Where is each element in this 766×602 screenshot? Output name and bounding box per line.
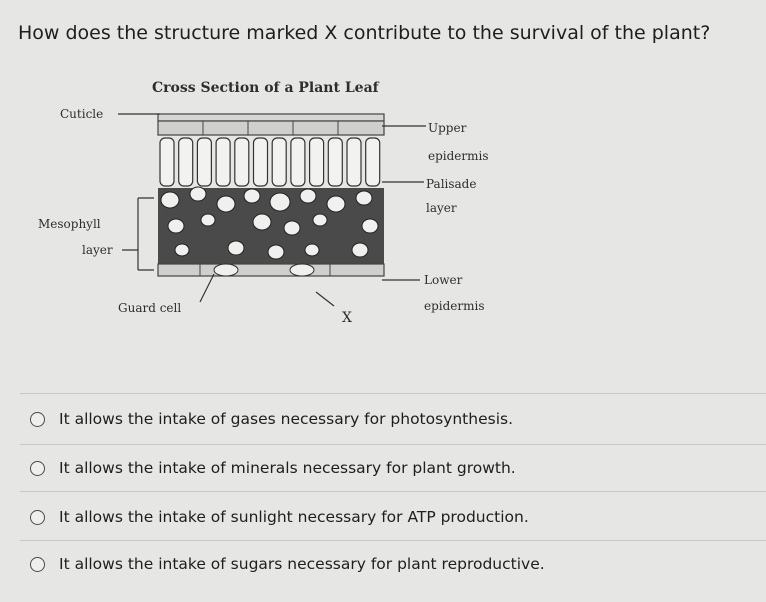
leaf-diagram-svg: Cross Section of a Plant Leaf bbox=[38, 80, 489, 326]
spongy-cells bbox=[160, 186, 379, 260]
palisade-cell bbox=[365, 137, 381, 187]
palisade-cell bbox=[215, 137, 231, 187]
radio-button[interactable] bbox=[30, 556, 45, 572]
upper-epidermis-cells bbox=[157, 120, 385, 136]
palisade-cells bbox=[159, 137, 381, 187]
spongy-cell bbox=[216, 195, 236, 213]
answer-option-3[interactable]: It allows the intake of sunlight necessa… bbox=[30, 508, 529, 526]
option-label: It allows the intake of sunlight necessa… bbox=[59, 508, 529, 526]
spongy-cell bbox=[243, 188, 261, 204]
spongy-cell bbox=[174, 243, 190, 257]
divider bbox=[20, 540, 766, 541]
label-lower-epidermis-2: epidermis bbox=[424, 299, 485, 313]
palisade-cell bbox=[290, 137, 306, 187]
label-lower-epidermis-1: Lower bbox=[424, 273, 463, 287]
spongy-cell bbox=[167, 218, 185, 234]
diagram-title: Cross Section of a Plant Leaf bbox=[152, 80, 380, 96]
guard-cell-right bbox=[289, 263, 315, 277]
spongy-cell bbox=[312, 213, 328, 227]
label-palisade-2: layer bbox=[426, 201, 457, 215]
palisade-cell bbox=[327, 137, 343, 187]
question-text: How does the structure marked X contribu… bbox=[18, 22, 711, 44]
label-upper-epidermis-1: Upper bbox=[428, 121, 467, 135]
palisade-cell bbox=[252, 137, 269, 187]
spongy-cell bbox=[283, 220, 301, 236]
palisade-cell bbox=[309, 137, 325, 187]
spongy-cell bbox=[269, 192, 291, 212]
palisade-cell bbox=[196, 137, 212, 187]
lower-epidermis-cells bbox=[157, 263, 385, 277]
palisade-cell bbox=[271, 137, 287, 187]
spongy-cell bbox=[351, 242, 369, 258]
radio-button[interactable] bbox=[30, 411, 45, 427]
option-label: It allows the intake of sugars necessary… bbox=[59, 555, 545, 573]
leaf-cross-section-diagram: Cross Section of a Plant Leaf bbox=[30, 70, 510, 330]
spongy-cell bbox=[304, 243, 320, 257]
label-palisade-1: Palisade bbox=[426, 177, 476, 191]
divider bbox=[20, 444, 766, 445]
spongy-cell bbox=[361, 218, 379, 234]
label-upper-epidermis-2: epidermis bbox=[428, 149, 489, 163]
label-x-marker: X bbox=[342, 310, 352, 326]
divider bbox=[20, 393, 766, 394]
cuticle-layer bbox=[157, 113, 385, 122]
label-mesophyll-1: Mesophyll bbox=[38, 217, 101, 231]
palisade-cell bbox=[159, 137, 175, 187]
radio-button[interactable] bbox=[30, 460, 45, 476]
guard-cell-left bbox=[213, 263, 239, 277]
spongy-cell bbox=[189, 186, 207, 202]
label-guard-cell: Guard cell bbox=[118, 301, 181, 315]
label-cuticle: Cuticle bbox=[60, 107, 103, 121]
answer-option-4[interactable]: It allows the intake of sugars necessary… bbox=[30, 555, 545, 573]
label-mesophyll-2: layer bbox=[82, 243, 113, 257]
spongy-cell bbox=[355, 190, 373, 206]
palisade-cell bbox=[234, 137, 250, 187]
palisade-cell bbox=[346, 137, 362, 187]
spongy-cell bbox=[200, 213, 216, 227]
spongy-cell bbox=[252, 213, 272, 231]
palisade-cell bbox=[178, 137, 194, 187]
answer-option-1[interactable]: It allows the intake of gases necessary … bbox=[30, 410, 513, 428]
option-label: It allows the intake of minerals necessa… bbox=[59, 459, 516, 477]
option-label: It allows the intake of gases necessary … bbox=[59, 410, 514, 428]
radio-button[interactable] bbox=[30, 509, 45, 525]
spongy-cell bbox=[326, 195, 346, 213]
divider bbox=[20, 491, 766, 492]
answer-option-2[interactable]: It allows the intake of minerals necessa… bbox=[30, 459, 516, 477]
spongy-cell bbox=[160, 191, 180, 209]
spongy-cell bbox=[299, 188, 317, 204]
spongy-cell bbox=[267, 244, 285, 260]
spongy-cell bbox=[227, 240, 245, 256]
